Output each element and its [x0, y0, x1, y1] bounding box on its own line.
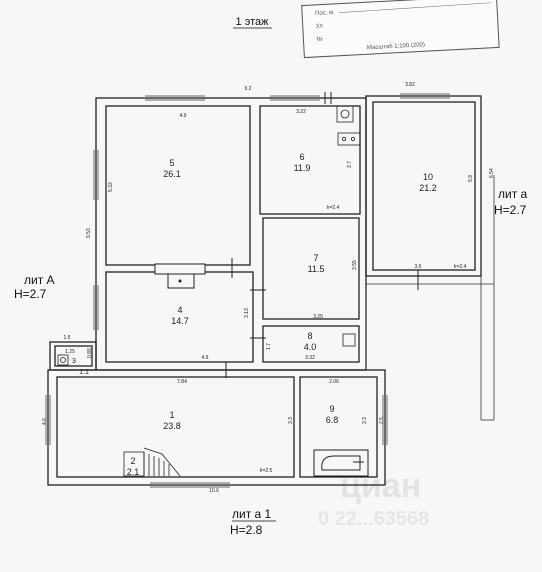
wall-room-1	[56, 376, 295, 478]
wall-room-7	[262, 217, 360, 320]
wall-room-5	[105, 105, 251, 266]
room-2-area: 2.1	[127, 467, 140, 477]
title-stamp: Пос. м Ул № Масштаб 1:100 (200)	[301, 0, 500, 59]
dim-room5-side: 5.33	[108, 182, 114, 192]
watermark-number: 0 22...63568	[318, 508, 429, 530]
room-6-area: 11.9	[294, 163, 311, 173]
room-3-area: 1.1	[79, 369, 89, 376]
dim-room1-top: 7.84	[177, 379, 187, 385]
fixture-room-3	[57, 354, 69, 366]
dim-room7-bottom: 3.25	[313, 314, 323, 320]
stairs	[123, 447, 181, 477]
dim-h-room1: h=2.5	[260, 468, 273, 474]
dim-room8-bottom: 3.32	[305, 355, 315, 361]
stamp-scale: Масштаб 1:100 (200)	[367, 42, 425, 51]
room-6-number: 6	[299, 152, 304, 162]
room-9-area: 6.8	[326, 415, 339, 425]
wall-room-6	[259, 105, 361, 215]
room-2-number: 2	[130, 456, 135, 466]
dim-room7-side: 3.55	[352, 260, 358, 270]
dim-room3-top: 1.25	[65, 349, 75, 355]
dim-room4-bottom: 4.9	[202, 355, 209, 361]
room-7-number: 7	[313, 253, 318, 263]
fixture-room-8	[342, 333, 356, 347]
room-3-number: 3	[72, 358, 76, 365]
wall-annex-right	[365, 95, 482, 277]
dim-bottom-total: 10.6	[209, 488, 219, 494]
room-5-number: 5	[169, 158, 174, 168]
dim-ext-left: 1.5	[64, 335, 71, 341]
wall-room-9	[299, 376, 378, 478]
room-5-area: 26.1	[163, 169, 181, 179]
lit-a-right-label: лит а	[498, 187, 528, 201]
room-1-number: 1	[169, 410, 174, 420]
dim-top-total: 9.2	[245, 86, 252, 92]
dim-outer-right: 6.54	[489, 168, 495, 178]
dim-h-room6: h=2.4	[327, 205, 340, 211]
dim-room6-top: 3.22	[296, 109, 306, 115]
lit-A-left-height: H=2.7	[14, 287, 47, 301]
room-10-number: 10	[423, 172, 433, 182]
dim-outer-left: 9.53	[86, 228, 92, 238]
dim-room6-side: 3.7	[347, 161, 353, 168]
room-8-number: 8	[307, 331, 312, 341]
room-1-area: 23.8	[163, 421, 181, 431]
dim-room9-side: 3.3	[362, 417, 368, 424]
room-9-number: 9	[329, 404, 334, 414]
wall-room-8	[262, 325, 360, 363]
dim-room5-top: 4.9	[180, 113, 187, 119]
dim-h-room10: h=2.4	[454, 264, 467, 270]
dim-top-right: 3.82	[405, 82, 415, 88]
wall-room-3	[49, 341, 97, 371]
stamp-line1: Пос. м	[315, 10, 333, 17]
dim-room8-side: 1.7	[266, 343, 272, 350]
dim-room9-top: 2.06	[329, 379, 339, 385]
stove	[154, 263, 206, 275]
dim-room10-side: 5.9	[468, 175, 474, 182]
bathtub	[313, 449, 369, 477]
room-4-area: 14.7	[171, 316, 189, 326]
watermark-brand: циан	[340, 467, 421, 505]
dim-room10-bottom: 3.6	[415, 264, 422, 270]
floor-title: 1 этаж	[236, 16, 270, 28]
lit-a1-label: лит а 1	[232, 507, 272, 521]
dim-room3-side: 0.85	[87, 348, 93, 358]
lit-a1-height: H=2.8	[230, 523, 263, 537]
sink	[336, 105, 361, 146]
room-7-area: 11.5	[308, 264, 325, 274]
dim-room4-side: 3.13	[244, 308, 250, 318]
dim-room1-outer-left: 4.6	[42, 418, 48, 425]
room-8-area: 4.0	[304, 342, 317, 352]
dim-room9-right: 2.5	[379, 417, 385, 424]
stamp-line3: №	[316, 36, 323, 43]
dim-room1-side: 3.3	[288, 417, 294, 424]
lit-a-right-height: H=2.7	[494, 203, 527, 217]
wall-main-upper	[95, 97, 367, 371]
stamp-line2: Ул	[316, 24, 324, 30]
lit-A-left-label: лит А	[24, 273, 55, 287]
room-10-area: 21.2	[419, 183, 437, 193]
room-4-number: 4	[177, 305, 182, 315]
wall-lower-annex	[47, 369, 386, 486]
